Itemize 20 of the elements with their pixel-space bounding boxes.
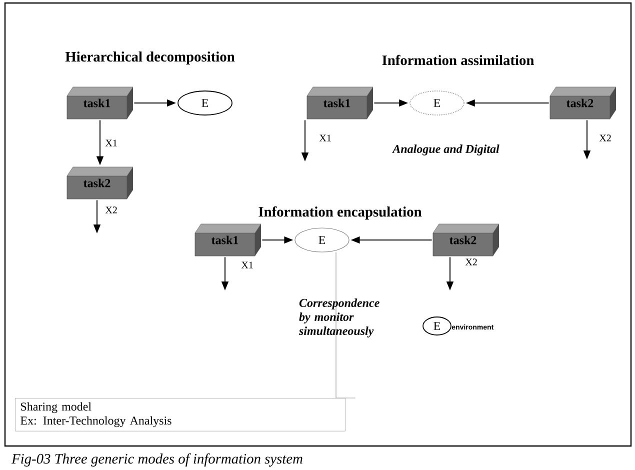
task-block: task1 (66, 86, 134, 120)
note-text: Analogue and Digital (392, 144, 500, 156)
edge-label: X2 (464, 258, 478, 266)
section-title: Information encapsulation (258, 206, 422, 220)
leader-line (336, 252, 356, 398)
edge-label: X2 (104, 206, 118, 214)
edge-label: X1 (240, 260, 254, 270)
task-block: task1 (306, 86, 374, 120)
edge-label: X2 (598, 134, 612, 142)
note-box: Sharing model Ex: Inter-Technology Analysis (15, 398, 346, 432)
task-block: task2 (66, 166, 134, 200)
task-block: task2 (550, 86, 616, 120)
section-title: Hierarchical decomposition (65, 51, 235, 65)
edge-label: X1 (318, 134, 332, 142)
section-title: Information assimilation (382, 54, 534, 66)
task-block: task2 (432, 224, 500, 256)
edge-label: X1 (104, 138, 118, 148)
figure-caption: Fig-03 Three generic modes of information system (11, 453, 302, 467)
note-text: Correspondence by monitor simultaneously (298, 298, 380, 338)
task-block: task1 (194, 224, 262, 256)
